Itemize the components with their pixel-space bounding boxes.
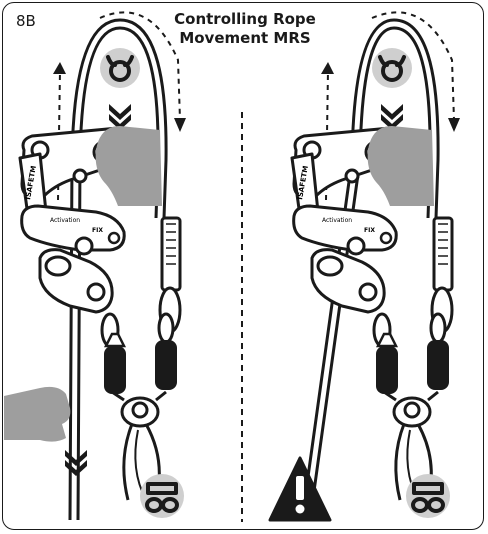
warning-icon <box>270 458 330 520</box>
fix-label: FIX <box>364 227 375 234</box>
hand-icon <box>96 126 162 206</box>
hand-icon <box>368 126 434 206</box>
lock-icon <box>372 48 412 88</box>
activation-label: Activation <box>50 217 80 224</box>
harness-icon <box>406 474 450 518</box>
harness-icon <box>140 474 184 518</box>
activation-label: Activation <box>322 217 352 224</box>
double-chevron-down-icon <box>65 450 87 476</box>
lock-icon <box>100 48 140 88</box>
right-panel: ISAFETM Activation FIX <box>270 12 460 520</box>
hand-icon <box>4 387 70 442</box>
fix-label: FIX <box>92 227 103 234</box>
left-panel: ISAFETM Activation FIX <box>4 12 186 520</box>
